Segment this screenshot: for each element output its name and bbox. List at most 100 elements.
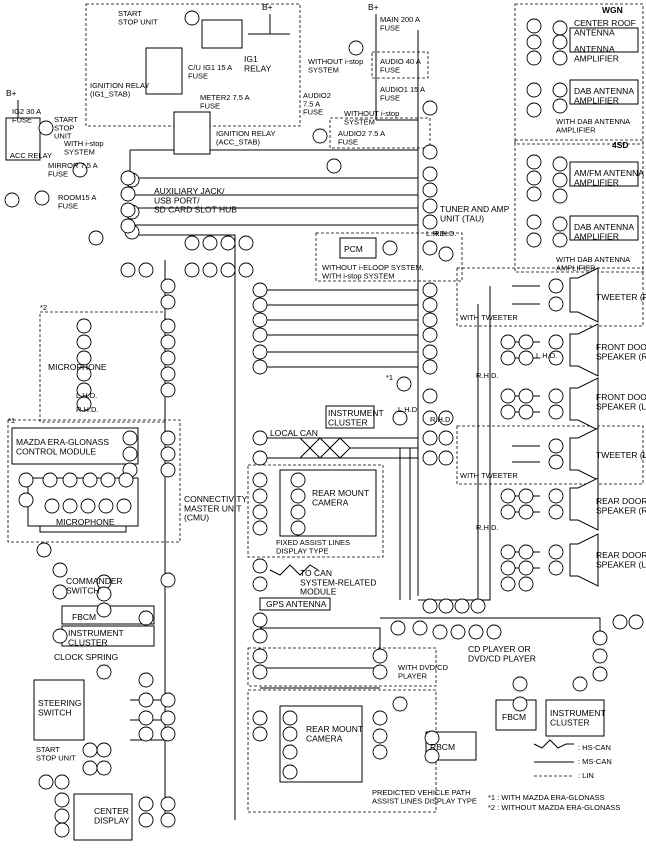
connector-pin xyxy=(422,166,438,182)
rhd-4: R.H.D. xyxy=(476,523,499,532)
lhd-3: L.H.D. xyxy=(536,351,557,360)
connector-pin xyxy=(438,246,454,262)
connector-pin xyxy=(96,760,112,776)
connector-pin xyxy=(52,562,68,578)
connector-pin xyxy=(18,492,34,508)
connector-pin xyxy=(422,327,438,343)
connector-pin xyxy=(438,430,454,446)
connector-pin xyxy=(62,472,78,488)
connector-pin xyxy=(438,450,454,466)
connector-pin xyxy=(592,666,608,682)
connector-pin xyxy=(252,450,268,466)
cond-iloop: WITHOUT i-ELOOP SYSTEM,WITH i-stop SYSTE… xyxy=(322,263,424,280)
mark-n2: *2 xyxy=(40,303,47,312)
connector-pin xyxy=(500,560,516,576)
lhd-4: L.H.D. xyxy=(76,391,97,400)
connector-pin xyxy=(38,120,54,136)
tweeter-lh: TWEETER (LH) xyxy=(596,450,646,460)
lhd-1: L.H.D. xyxy=(426,229,447,238)
connector-pin xyxy=(526,154,542,170)
connector-pin xyxy=(518,560,534,576)
connector-pin xyxy=(252,327,268,343)
connector-pin xyxy=(160,350,176,366)
connector-pin xyxy=(372,664,388,680)
connector-pin xyxy=(552,50,568,66)
connector-pin xyxy=(592,648,608,664)
connector-pin xyxy=(252,664,268,680)
connector-pin xyxy=(424,730,440,746)
rhd-2: R.H.D. xyxy=(430,415,453,424)
connector-pin xyxy=(552,172,568,188)
connector-pin xyxy=(422,430,438,446)
connector-pin xyxy=(548,278,564,294)
connector-pin xyxy=(290,504,306,520)
connector-pin xyxy=(252,648,268,664)
connector-pin xyxy=(432,624,448,640)
connector-pin xyxy=(160,692,176,708)
connector-pin xyxy=(252,430,268,446)
connector-pin xyxy=(548,504,564,520)
connector-pin xyxy=(220,235,236,251)
rbcm: RBCM xyxy=(430,742,455,752)
connector-pin xyxy=(252,504,268,520)
connector-pin xyxy=(422,359,438,375)
connector-pin xyxy=(552,34,568,50)
connector-pin xyxy=(76,366,92,382)
connector-pin xyxy=(96,664,112,680)
connector-pin xyxy=(282,764,298,780)
connector-pin xyxy=(252,282,268,298)
connector-pin xyxy=(138,812,154,828)
connector-pin xyxy=(392,696,408,712)
connector-pin xyxy=(312,128,328,144)
legend-note2: *2 : WITHOUT MAZDA ERA-GLONASS xyxy=(488,803,620,812)
connector-pin xyxy=(138,726,154,742)
with-tweeter-top: WITH TWEETER xyxy=(460,313,518,322)
connector-pin xyxy=(548,296,564,312)
connector-pin xyxy=(96,602,112,618)
connector-pin xyxy=(422,282,438,298)
connector-pin xyxy=(252,558,268,574)
connector-pin xyxy=(80,498,96,514)
connector-pin xyxy=(454,598,470,614)
connector-pin xyxy=(438,598,454,614)
bplus-2: B+ xyxy=(368,2,379,12)
connector-pin xyxy=(252,710,268,726)
legend-lin: : LIN xyxy=(578,771,594,780)
connector-pin xyxy=(422,598,438,614)
gps: GPS ANTENNA xyxy=(266,599,327,609)
connector-pin xyxy=(138,610,154,626)
connector-pin xyxy=(290,520,306,536)
connector-pin xyxy=(424,748,440,764)
connector-pin xyxy=(422,312,438,328)
connector-pin xyxy=(120,218,136,234)
connector-pin xyxy=(138,692,154,708)
connector-pin xyxy=(326,158,342,174)
connector-pin xyxy=(42,472,58,488)
connector-pin xyxy=(372,728,388,744)
connector-pin xyxy=(160,446,176,462)
connector-pin xyxy=(82,742,98,758)
connector-pin xyxy=(422,297,438,313)
connector-pin xyxy=(96,586,112,602)
microphone-1: MICROPHONE xyxy=(48,362,107,372)
connector-pin xyxy=(252,612,268,628)
connector-pin xyxy=(160,318,176,334)
